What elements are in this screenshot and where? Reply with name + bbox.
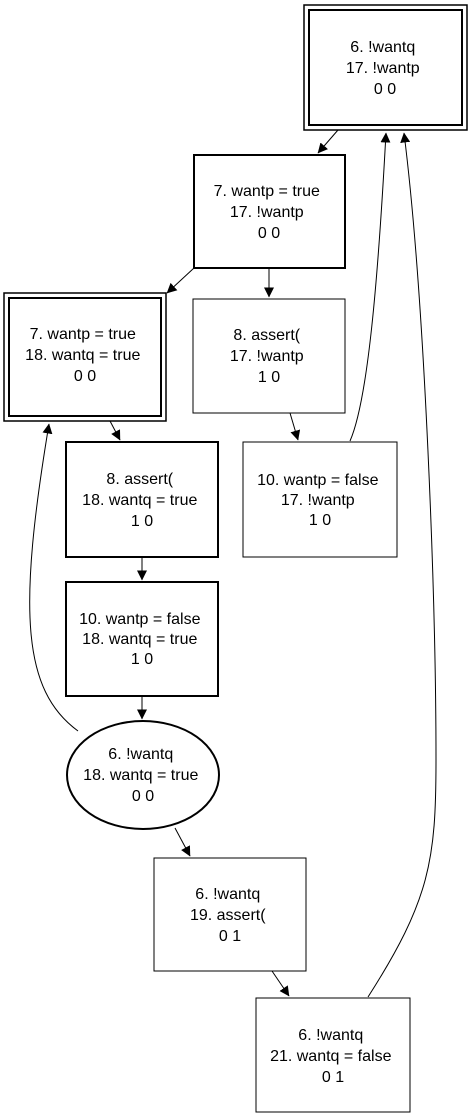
node-2-line-1: 7. wantp = true [214,183,320,200]
state-node-10: 6. !wantq 21. wantq = false 0 1 [255,997,411,1113]
node-5-line-1: 8. assert( [106,471,173,488]
node-9-line-3: 0 1 [219,928,241,945]
node-1-line-2: 17. !wantp [346,60,420,77]
node-8-line-2: 18. wantq = true [83,767,198,784]
node-2-line-3: 0 0 [258,225,280,242]
node-3-line-1: 7. wantp = true [30,326,136,343]
node-8-line-3: 0 0 [132,788,154,805]
edges [29,129,437,998]
node-5-line-3: 1 0 [131,513,153,530]
svg-text:10. wantp = false 17.: 10. wantp = false 17. !wantp 1 0 [257,472,383,529]
edge-n6-n1 [349,132,391,442]
edge-n2-n3 [166,267,195,294]
node-4-line-3: 1 0 [258,369,280,386]
edge-n8-n3 [29,423,79,732]
state-node-4: 8. assert( 17. !wantp 1 0 [192,298,346,414]
state-node-1: 6. !wantq 17. !wantp 0 0 [303,4,468,131]
edge-n1-n2 [317,129,339,154]
node-10-line-1: 6. !wantq [298,1027,363,1044]
node-4-line-2: 17. !wantp [230,348,304,365]
node-4-line-1: 8. assert( [233,327,300,344]
node-9-line-2: 19. assert( [190,907,266,924]
state-node-7: 10. wantp = false 18. wantq = true 1 0 [65,581,219,697]
nodes: 6. !wantq 17. !wantp 0 0 7. wantp = true… [3,4,468,1113]
state-node-3: 7. wantp = true 18. wantq = true 0 0 [3,292,167,422]
state-node-2: 7. wantp = true 17. !wantp 0 0 [193,154,346,269]
node-1-line-1: 6. !wantq [350,39,415,56]
svg-text:6. !wantq 19. assert(: 6. !wantq 19. assert( 0 1 [190,886,270,945]
edge-n10-n1 [367,132,437,998]
node-3-line-2: 18. wantq = true [25,347,140,364]
node-1-line-3: 0 0 [374,81,396,98]
node-10-line-3: 0 1 [322,1069,344,1086]
state-node-8: 6. !wantq 18. wantq = true 0 0 [66,720,220,830]
node-6-line-2: 17. !wantp [281,492,355,509]
edge-n4-n6 [289,412,301,441]
svg-text:8. assert( 18. wantq =: 8. assert( 18. wantq = true 1 0 [82,471,202,530]
node-7-line-2: 18. wantq = true [82,631,197,648]
node-3-line-3: 0 0 [74,368,96,385]
node-9-line-1: 6. !wantq [195,886,260,903]
svg-text:10. wantp = false 18.: 10. wantp = false 18. wantq = true 1 0 [79,611,205,668]
svg-text:8. assert( 17. !wantp: 8. assert( 17. !wantp 1 0 [230,327,308,386]
state-node-5: 8. assert( 18. wantq = true 1 0 [65,441,219,558]
node-7-line-3: 1 0 [131,651,153,668]
node-5-line-2: 18. wantq = true [82,492,197,509]
node-2-line-2: 17. !wantp [230,204,304,221]
node-7-line-1: 10. wantp = false [79,611,201,628]
svg-text:7. wantp = true 17. !w: 7. wantp = true 17. !wantp 0 0 [214,183,325,242]
svg-text:6. !wantq 21. wantq =: 6. !wantq 21. wantq = false 0 1 [270,1027,396,1086]
state-node-9: 6. !wantq 19. assert( 0 1 [153,857,307,972]
node-6-line-1: 10. wantp = false [257,472,379,489]
edge-n8-n9 [174,827,191,857]
svg-text:6. !wantq 17. !wantp: 6. !wantq 17. !wantp 0 0 [346,39,424,98]
edge-n3-n5 [109,420,121,441]
svg-text:7. wantp = true 18. wa: 7. wantp = true 18. wantq = true 0 0 [25,326,145,385]
node-8-line-1: 6. !wantq [108,746,173,763]
node-10-line-2: 21. wantq = false [270,1048,392,1065]
edge-n9-n10 [271,970,290,997]
node-6-line-3: 1 0 [309,512,331,529]
svg-text:6. !wantq 18. wantq =: 6. !wantq 18. wantq = true 0 0 [83,746,203,805]
state-node-6: 10. wantp = false 17. !wantp 1 0 [242,441,398,558]
